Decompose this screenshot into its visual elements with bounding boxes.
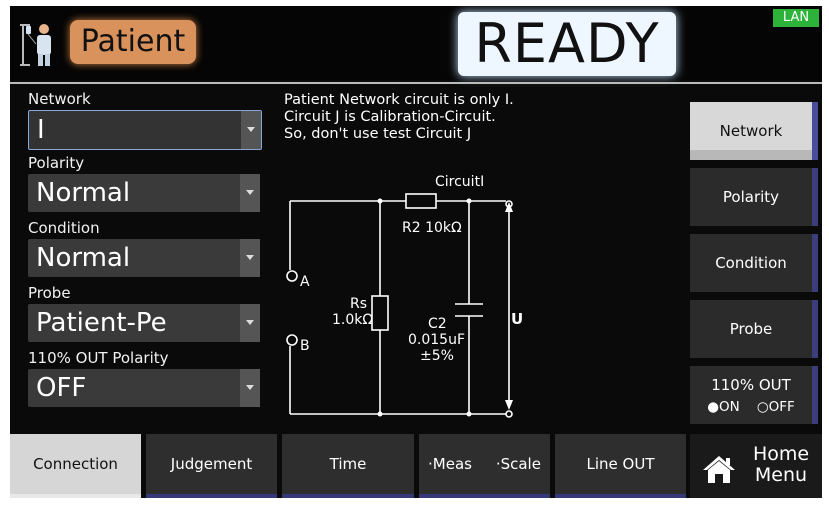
side-polarity-button[interactable]: Polarity [690, 168, 818, 226]
polarity-value: Normal [36, 178, 131, 208]
polarity-label: Polarity [28, 154, 85, 172]
probe-select[interactable]: Patient-Pe [28, 304, 260, 342]
c2-name: C2 [428, 316, 447, 332]
out110-off-label: OFF [768, 399, 795, 415]
tab-judgement[interactable]: Judgement [146, 434, 277, 498]
home-label-line2: Menu [754, 464, 808, 486]
tab-meas-scale[interactable]: ·Meas ·Scale [419, 434, 550, 498]
terminal-b-label: B [300, 338, 310, 354]
network-select[interactable]: I [28, 110, 262, 150]
r2-label: R2 10kΩ [402, 220, 462, 236]
patient-icon [20, 24, 51, 66]
probe-label: Probe [28, 284, 71, 302]
out110-polarity-value: OFF [36, 373, 87, 403]
polarity-select[interactable]: Normal [28, 174, 260, 212]
chevron-down-icon[interactable] [240, 304, 260, 342]
info-line: Patient Network circuit is only I. [284, 92, 514, 108]
circuit-title: CircuitI [435, 174, 484, 190]
out110-polarity-select[interactable]: OFF [28, 369, 260, 407]
probe-value: Patient-Pe [36, 308, 167, 338]
scale-label: ·Scale [495, 455, 541, 473]
condition-select[interactable]: Normal [28, 239, 260, 277]
out110-options: ●ON ○OFF [690, 398, 812, 416]
condition-value: Normal [36, 243, 131, 273]
c2-value: 0.015uF [408, 332, 465, 348]
meas-label: ·Meas [428, 455, 472, 473]
condition-label: Condition [28, 219, 100, 237]
rs-value: 1.0kΩ [332, 312, 373, 328]
network-value: I [37, 115, 45, 145]
info-message: Patient Network circuit is only I. Circu… [284, 92, 514, 143]
home-menu-label: Home Menu [746, 444, 816, 486]
tab-time[interactable]: Time [282, 434, 414, 498]
radio-empty-icon: ○ [756, 399, 769, 415]
side-110-out-button[interactable]: 110% OUT ●ON ○OFF [690, 366, 818, 424]
header-bar: Patient READY LAN [10, 6, 822, 80]
info-line: So, don't use test Circuit J [284, 126, 472, 142]
header-divider [10, 82, 822, 84]
out110-on-label: ON [718, 399, 740, 415]
info-line: Circuit J is Calibration-Circuit. [284, 109, 496, 125]
out110-title: 110% OUT [711, 376, 791, 394]
network-label: Network [28, 90, 91, 108]
chevron-down-icon[interactable] [240, 174, 260, 212]
output-u-label: U [511, 310, 523, 328]
side-probe-button[interactable]: Probe [690, 300, 818, 358]
device-screen: Patient READY LAN Network I Polarity Nor… [10, 6, 822, 498]
radio-filled-icon: ● [707, 399, 719, 415]
status-display: READY [458, 12, 676, 76]
tab-line-out[interactable]: Line OUT [555, 434, 686, 498]
circuit-diagram: CircuitI R2 10kΩ Rs 1.0kΩ C2 0.015uF ±5%… [286, 174, 523, 418]
side-condition-button[interactable]: Condition [690, 234, 818, 292]
rs-name: Rs [350, 296, 367, 312]
home-menu-button[interactable]: Home Menu [690, 434, 822, 498]
home-icon [703, 456, 735, 483]
side-network-button[interactable]: Network [690, 102, 818, 160]
home-label-line1: Home [752, 443, 810, 465]
lan-indicator: LAN [773, 9, 819, 27]
chevron-down-icon[interactable] [240, 369, 260, 407]
out110-polarity-label: 110% OUT Polarity [28, 349, 169, 367]
patient-mode-badge: Patient [70, 20, 196, 64]
tab-connection[interactable]: Connection [10, 434, 141, 498]
chevron-down-icon[interactable] [240, 239, 260, 277]
c2-tolerance: ±5% [420, 348, 454, 364]
chevron-down-icon[interactable] [241, 111, 261, 149]
terminal-a-label: A [300, 274, 310, 290]
